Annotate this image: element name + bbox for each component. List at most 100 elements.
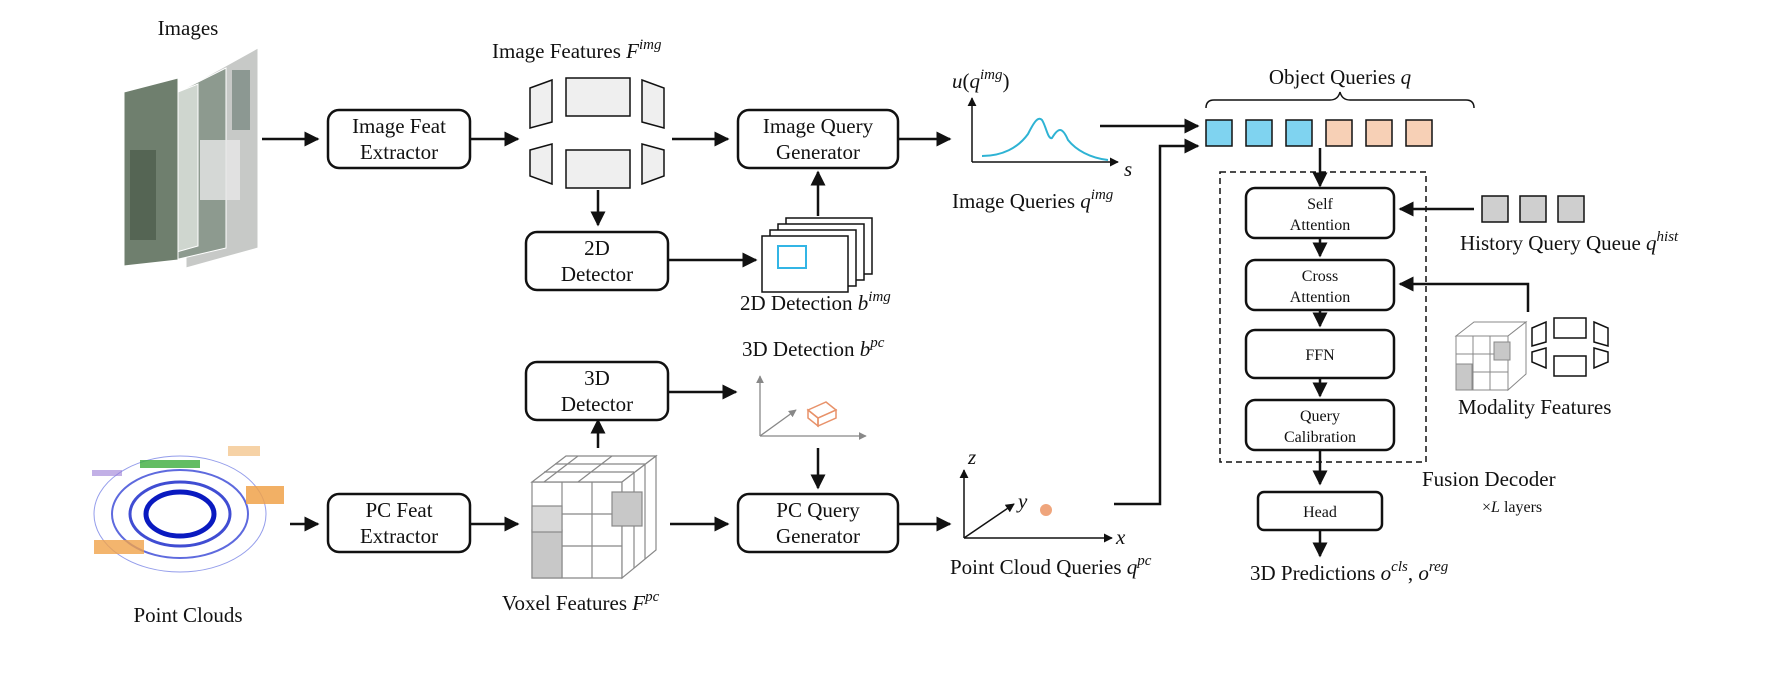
pc-query-generator-line1: PC Query (776, 498, 860, 522)
object-query-pc-2 (1365, 119, 1393, 147)
u-axis-sup: img (980, 67, 1003, 83)
detection-3d-var: b (860, 337, 871, 361)
cross-attention-line1: Cross (1302, 268, 1338, 285)
detection-2d-text: 2D Detection (740, 291, 858, 315)
query-calibration-line1: Query (1300, 408, 1340, 425)
point-cloud-image (92, 446, 284, 573)
query-calibration-line2: Calibration (1284, 429, 1356, 446)
layers-suffix: layers (1500, 499, 1542, 516)
image-queries-plot (967, 97, 1119, 167)
object-query-img-2 (1245, 119, 1273, 147)
object-queries-var: q (1401, 65, 1412, 89)
detection-3d-text: 3D Detection (742, 337, 860, 361)
pc-queries-var: q (1127, 555, 1138, 579)
u-axis-var: u (952, 69, 963, 93)
history-queue-var: q (1646, 231, 1657, 255)
detector-3d-line2: Detector (561, 392, 633, 416)
head-label: Head (1303, 504, 1337, 521)
fusion-decoder-frame (1219, 171, 1427, 463)
arrow-modality-to-cross-attention (1398, 276, 1530, 312)
predictions-sup2: reg (1429, 559, 1449, 575)
ffn-line1: FFN (1305, 347, 1335, 364)
object-queries-text: Object Queries (1269, 65, 1401, 89)
pc-query-generator-line2: Generator (776, 524, 860, 548)
detection-3d-bbox (806, 401, 838, 428)
layers-prefix: × (1482, 499, 1491, 516)
detection-2d-var: b (858, 291, 869, 315)
image-feat-extractor-line1: Image Feat (352, 114, 446, 138)
arrow-pc-queries-to-object-queries (1114, 138, 1200, 506)
pc-queries-sup: pc (1136, 553, 1152, 569)
predictions-label: 3D Predictions ocls, oreg (1250, 559, 1449, 585)
self-attention-line1: Self (1307, 196, 1333, 213)
predictions-var2: o (1418, 561, 1429, 585)
s-axis-label: s (1124, 157, 1132, 181)
pc-queries-text: Point Cloud Queries (950, 555, 1127, 579)
image-features-text: Image Features (492, 39, 626, 63)
predictions-var1: o (1381, 561, 1392, 585)
pc-query-point (1040, 504, 1052, 516)
object-query-img-1 (1205, 119, 1233, 147)
u-axis-close: ) (1003, 69, 1010, 93)
detector-3d-line1: 3D (584, 366, 610, 390)
voxel-features-label: Voxel Features Fpc (502, 589, 660, 615)
image-features-var: F (625, 39, 639, 63)
object-query-pc-1 (1325, 119, 1353, 147)
image-features-sup: img (639, 37, 662, 53)
plot-y-axis (963, 503, 1015, 539)
history-query-2 (1519, 195, 1547, 223)
cross-attention-line2: Attention (1290, 289, 1350, 306)
image-features-label: Image Features Fimg (492, 37, 662, 63)
voxel-features-sup: pc (644, 589, 660, 605)
image-queries-sup: img (1091, 187, 1114, 203)
layers-label: ×L layers (1482, 499, 1542, 516)
image-queries-var: q (1080, 189, 1091, 213)
modality-voxel-icon (1454, 320, 1528, 392)
history-query-1 (1481, 195, 1509, 223)
detection-2d-sup: img (868, 289, 891, 305)
history-query-queue (1481, 195, 1585, 223)
pc-queries-label: Point Cloud Queries qpc (950, 553, 1152, 579)
image-features-ring (529, 77, 665, 189)
image-queries-label: Image Queries qimg (952, 187, 1114, 213)
voxel-features-var: F (631, 591, 645, 615)
history-query-3 (1557, 195, 1585, 223)
u-axis-label: u(qimg) (952, 67, 1010, 93)
image-feat-extractor-line2: Extractor (360, 140, 438, 164)
history-queue-text: History Query Queue (1460, 231, 1646, 255)
object-query-pc-3 (1405, 119, 1433, 147)
fusion-decoder-label: Fusion Decoder (1422, 467, 1556, 491)
pc-queries-plot (959, 469, 1113, 543)
image-query-generator-line1: Image Query (763, 114, 874, 138)
pc-feat-extractor-line1: PC Feat (365, 498, 432, 522)
object-queries-label: Object Queries q (1269, 65, 1412, 89)
detection-3d-axes (756, 375, 867, 440)
point-clouds-label: Point Clouds (133, 603, 242, 627)
detection-2d-label: 2D Detection bimg (740, 289, 891, 315)
x-axis-label: x (1115, 525, 1126, 549)
predictions-sup1: cls (1391, 559, 1408, 575)
object-query-img-3 (1285, 119, 1313, 147)
u-axis-qvar: q (970, 69, 981, 93)
image-queries-text: Image Queries (952, 189, 1080, 213)
object-queries-row (1205, 119, 1433, 147)
voxel-features-text: Voxel Features (502, 591, 632, 615)
predictions-text: 3D Predictions (1250, 561, 1381, 585)
detection-3d-label: 3D Detection bpc (742, 335, 885, 361)
modality-features-label: Modality Features (1458, 395, 1611, 419)
u-axis-open: ( (963, 69, 970, 93)
self-attention-line2: Attention (1290, 217, 1350, 234)
predictions-sep: , (1408, 561, 1419, 585)
images-label: Images (158, 16, 219, 40)
history-queue-label: History Query Queue qhist (1460, 229, 1679, 255)
detection-2d-bbox (777, 245, 807, 269)
z-axis-label: z (967, 445, 976, 469)
modality-image-ring-icon (1531, 317, 1609, 377)
voxel-features-cube (530, 454, 658, 580)
detection-3d-sup: pc (869, 335, 885, 351)
detector-2d-line1: 2D (584, 236, 610, 260)
density-curve (981, 117, 1109, 161)
camera-images-stack (123, 47, 259, 269)
layers-var: L (1490, 499, 1500, 516)
